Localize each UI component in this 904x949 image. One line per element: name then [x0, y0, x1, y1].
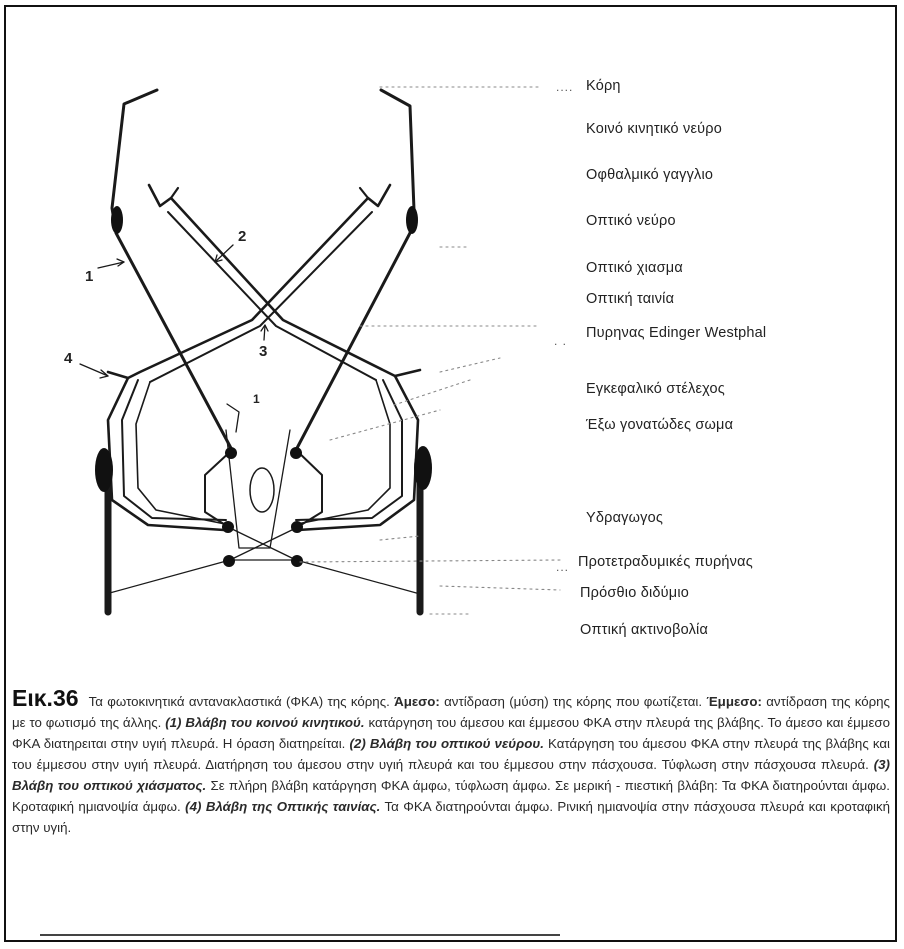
figure-number: Εικ.36: [12, 685, 79, 711]
caption-direct-text: αντίδραση (μύση) της κόρης που φωτίζεται…: [444, 694, 702, 709]
number-1-oculomotor: 1: [253, 392, 260, 406]
label-pretectal-nucleus: Προτετραδυμικές πυρήνας: [578, 554, 753, 570]
right-edinger-nucleus: [290, 447, 302, 459]
number-3: 3: [259, 343, 267, 360]
leader-dots: ....: [556, 80, 573, 94]
leader-dots: ...: [556, 560, 569, 574]
label-brainstem: Εγκεφαλικό στέλεχος: [586, 381, 725, 397]
pupillary-reflex-diagram: [0, 0, 904, 690]
left-ciliary-ganglion: [111, 206, 123, 234]
label-optic-chiasm: Οπτικό χιασμα: [586, 260, 683, 276]
label-optic-nerve: Οπτικό νεύρο: [586, 213, 676, 229]
figure-caption: Εικ.36 Τα φωτοκινητικά αντανακλαστικά (Φ…: [12, 688, 890, 838]
label-ciliary-ganglion: Οφθαλμικό γαγγλιο: [586, 167, 713, 183]
right-lgn: [414, 446, 432, 490]
frame-bottom-line: [40, 934, 560, 936]
label-edinger-westphal: Πυρηνας Edinger Westphal: [586, 325, 766, 341]
right-ciliary-ganglion: [406, 206, 418, 234]
label-lateral-geniculate: Έξω γονατώδες σωμα: [586, 417, 733, 433]
left-oculomotor-arm: [112, 90, 232, 450]
arrow-1b: [227, 404, 239, 432]
caption-lesion-4-title: (4) Βλάβη της Οπτικής ταινίας.: [185, 799, 380, 814]
number-1-optic-nerve: 1: [85, 268, 93, 285]
label-superior-colliculus: Πρόσθιο διδύμιο: [580, 585, 689, 601]
left-edinger-nucleus: [225, 447, 237, 459]
caption-intro: Τα φωτοκινητικά αντανακλαστικά (ΦΚΑ) της…: [89, 694, 390, 709]
label-optic-tract: Οπτική ταινία: [586, 291, 674, 307]
caption-lesion-1-title: (1) Βλάβη του κοινού κινητικού.: [165, 715, 364, 730]
label-optic-radiation: Οπτική ακτινοβολία: [580, 622, 708, 638]
label-oculomotor-nerve: Κοινό κινητικό νεύρο: [586, 121, 722, 137]
arrow-4: [80, 364, 108, 376]
number-4: 4: [64, 350, 72, 367]
brainstem-outline: [205, 450, 232, 528]
right-pretectal-nucleus: [291, 521, 303, 533]
aqueduct: [250, 468, 274, 512]
left-pretectal-nucleus: [222, 521, 234, 533]
label-pupil: Κόρη: [586, 78, 621, 94]
left-lgn: [95, 448, 113, 492]
number-2: 2: [238, 228, 246, 245]
left-optic-nerve: [149, 185, 420, 376]
right-tract-loop: [298, 376, 418, 530]
caption-lesion-2-title: (2) Βλάβη του οπτικού νεύρου.: [350, 736, 544, 751]
label-aqueduct: Υδραγωγος: [586, 510, 663, 526]
caption-consensual-label: Έμμεσο:: [706, 694, 762, 709]
caption-direct-label: Άμεσο:: [394, 694, 440, 709]
leader-dots: . .: [554, 334, 567, 348]
